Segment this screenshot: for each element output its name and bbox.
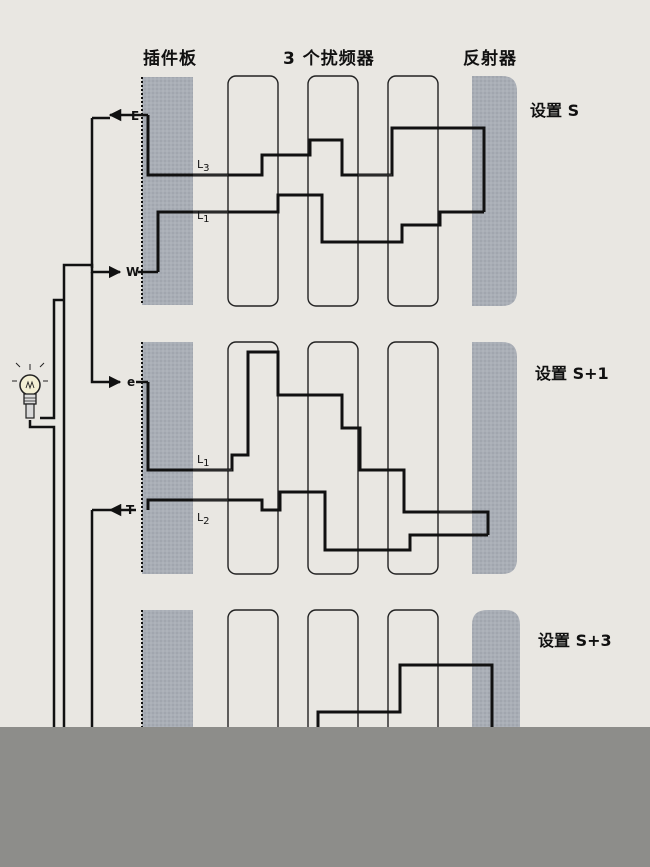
wire-e-lower [90, 272, 122, 389]
wire-lower [146, 490, 488, 552]
plugboard-panel [142, 610, 193, 727]
stage-s [141, 75, 517, 307]
port-label-E: E [131, 109, 140, 123]
header-scramblers: 3 个扰频器 [283, 49, 375, 69]
scrambler-2 [307, 75, 359, 307]
wire-w [76, 263, 122, 279]
scrambler-1 [227, 75, 279, 307]
line-label-l2: L2 [197, 511, 210, 527]
lightbulb-icon [12, 362, 48, 419]
scrambler-1 [227, 341, 279, 575]
bottom-overlay-band [0, 727, 650, 867]
header-reflector: 反射器 [463, 49, 517, 69]
line-label-l1-top: L1 [197, 209, 210, 225]
scrambler-2 [307, 341, 359, 575]
line-label-l1-top-sub: 1 [203, 214, 210, 226]
scrambler-3 [387, 75, 439, 307]
reflector-panel [472, 76, 517, 306]
line-label-l3-base: L [197, 158, 204, 171]
wire-upper [146, 350, 490, 535]
header-plugboard: 插件板 [143, 49, 197, 69]
port-label-W: W [126, 265, 140, 279]
line-label-l3-sub: 3 [203, 163, 210, 175]
wire-upper [316, 663, 494, 727]
line-label-l2-base: L [197, 511, 204, 524]
config-label-s3: 设置 S+3 [538, 631, 612, 650]
bulb-lead-top [40, 298, 64, 420]
bulb-lead-bottom [28, 420, 56, 727]
config-label-s1: 设置 S+1 [535, 364, 609, 383]
line-label-l1-mid: L1 [197, 453, 210, 469]
line-label-l1-top-base: L [197, 209, 204, 222]
left-wiring [28, 108, 158, 727]
config-label-s: 设置 S [530, 101, 580, 120]
plugboard-panel [142, 342, 193, 574]
plugboard-panel [142, 77, 193, 305]
port-label-T: T [126, 503, 135, 517]
wire-lower [156, 193, 484, 272]
line-label-l3: L3 [197, 158, 210, 174]
line-label-l1-mid-sub: 1 [203, 458, 210, 470]
scrambler-3 [387, 341, 439, 575]
line-label-l1-mid-base: L [197, 453, 204, 466]
line-label-l2-sub: 2 [203, 516, 210, 528]
wire-trunk-w [62, 263, 76, 727]
reflector-panel [472, 342, 517, 574]
stage-s1 [141, 341, 517, 575]
port-label-e: e [127, 375, 136, 389]
